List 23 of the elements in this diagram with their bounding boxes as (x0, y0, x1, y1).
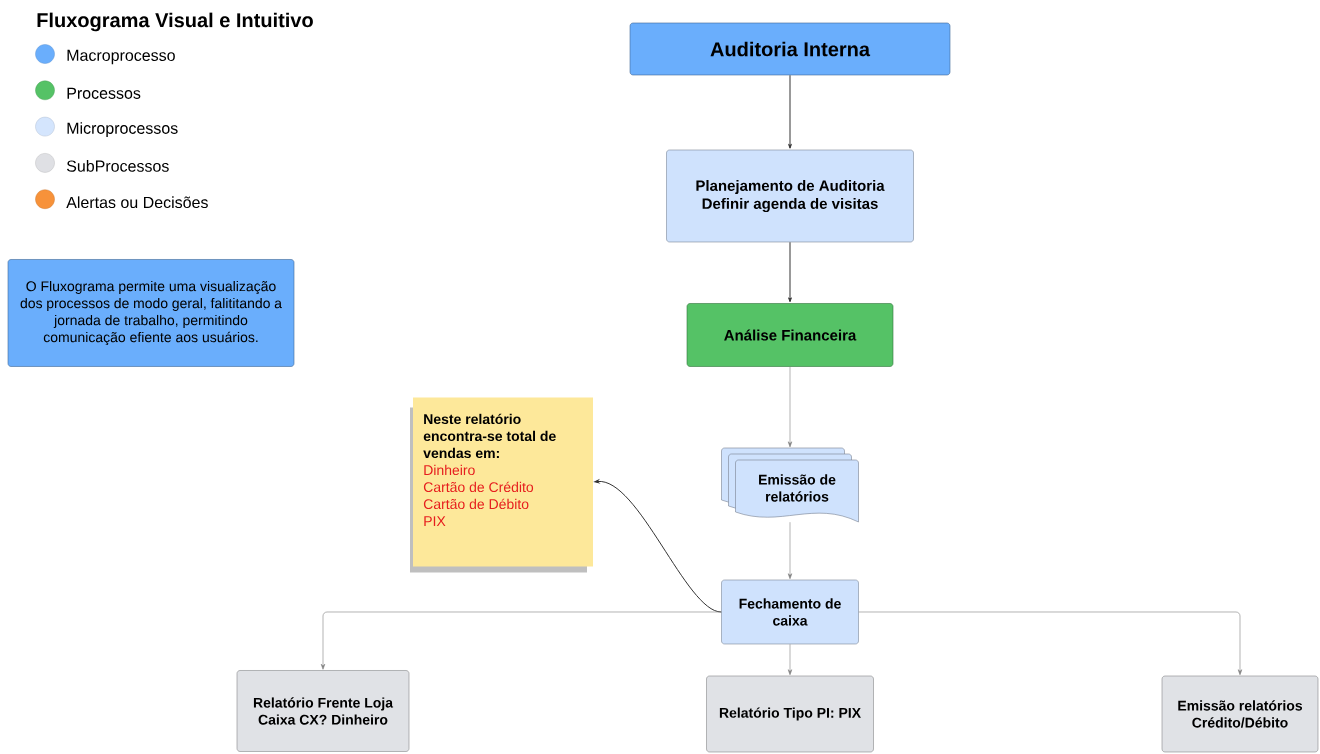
arrow (788, 74, 792, 149)
arrow (787, 521, 793, 580)
arrow (788, 241, 792, 303)
title: Fluxograma Visual e Intuitivo (37, 12, 313, 32)
process-box: Planejamento de Auditoria Definir agenda de visitas (666, 149, 914, 243)
process-box: Emissão relatórios Crédito/Débito (1161, 675, 1319, 753)
process-box: Auditoria Interna (629, 22, 951, 76)
legend-label: Processos (67, 87, 141, 99)
note-box: O Fluxograma permite uma visualização dos processos de modo geral, falititando a jornada de trabalho, permitindo comunicação efiente aos usuários. (7, 259, 295, 367)
arrow (858, 611, 1243, 676)
sticky-note: Neste relatório encontra-se total de vendas em: Dinheiro Cartão de Crédito Cartão de Débito PIX (410, 397, 593, 573)
legend-label: Macroprocesso (67, 49, 175, 65)
process-box: Análise Financeira (686, 303, 894, 367)
legend-label: SubProcessos (66, 160, 169, 172)
legend-label: Alertas ou Decisões (66, 196, 208, 209)
arrow (787, 366, 793, 448)
arrow (787, 644, 793, 676)
process-box: Fechamento de caixa (721, 579, 859, 645)
process-box: Relatório Frente Loja Caixa CX? Dinheiro (236, 670, 410, 752)
legend-label: Microprocessos (67, 122, 178, 138)
arrow (320, 611, 722, 670)
document-stack: Emissão de relatórios (721, 447, 859, 523)
process-box: Relatório Tipo PI: PIX (706, 675, 874, 753)
